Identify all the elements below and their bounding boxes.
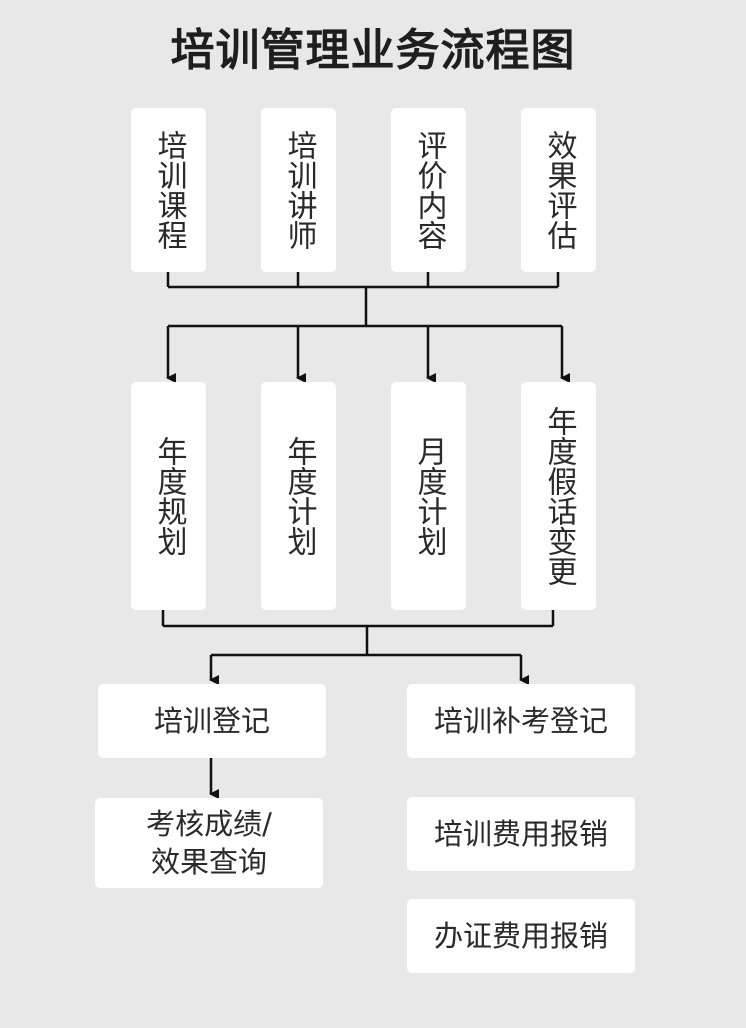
box-training-reimbursement: 培训费用报销 bbox=[407, 797, 635, 871]
box-label: 培训费用报销 bbox=[433, 817, 608, 851]
box-label: 年度规划 bbox=[151, 436, 187, 556]
box-monthly-plan: 月度计划 bbox=[391, 382, 466, 610]
box-training-registration: 培训登记 bbox=[98, 684, 326, 758]
box-label: 效果评估 bbox=[541, 130, 577, 250]
box-label: 培训补考登记 bbox=[433, 704, 608, 738]
box-label: 培训讲师 bbox=[281, 130, 317, 250]
box-label: 评价内容 bbox=[411, 130, 447, 250]
box-annual-plan: 年度计划 bbox=[261, 382, 336, 610]
box-label: 考核成绩/ 效果查询 bbox=[146, 807, 272, 879]
box-evaluation-content: 评价内容 bbox=[391, 108, 466, 272]
box-label: 培训课程 bbox=[151, 130, 187, 250]
box-annual-plan-change: 年度假话变更 bbox=[521, 382, 596, 610]
box-label: 年度假话变更 bbox=[541, 406, 577, 586]
box-label: 培训登记 bbox=[153, 704, 270, 738]
box-certificate-reimbursement: 办证费用报销 bbox=[407, 899, 635, 973]
page-title: 培训管理业务流程图 bbox=[170, 25, 576, 76]
box-label: 办证费用报销 bbox=[433, 919, 608, 953]
box-effect-assessment: 效果评估 bbox=[521, 108, 596, 272]
box-label: 月度计划 bbox=[411, 436, 447, 556]
box-training-course: 培训课程 bbox=[131, 108, 206, 272]
box-training-lecturer: 培训讲师 bbox=[261, 108, 336, 272]
box-results-query: 考核成绩/ 效果查询 bbox=[95, 798, 323, 888]
box-label: 年度计划 bbox=[281, 436, 317, 556]
box-makeup-registration: 培训补考登记 bbox=[407, 684, 635, 758]
box-annual-planning: 年度规划 bbox=[131, 382, 206, 610]
